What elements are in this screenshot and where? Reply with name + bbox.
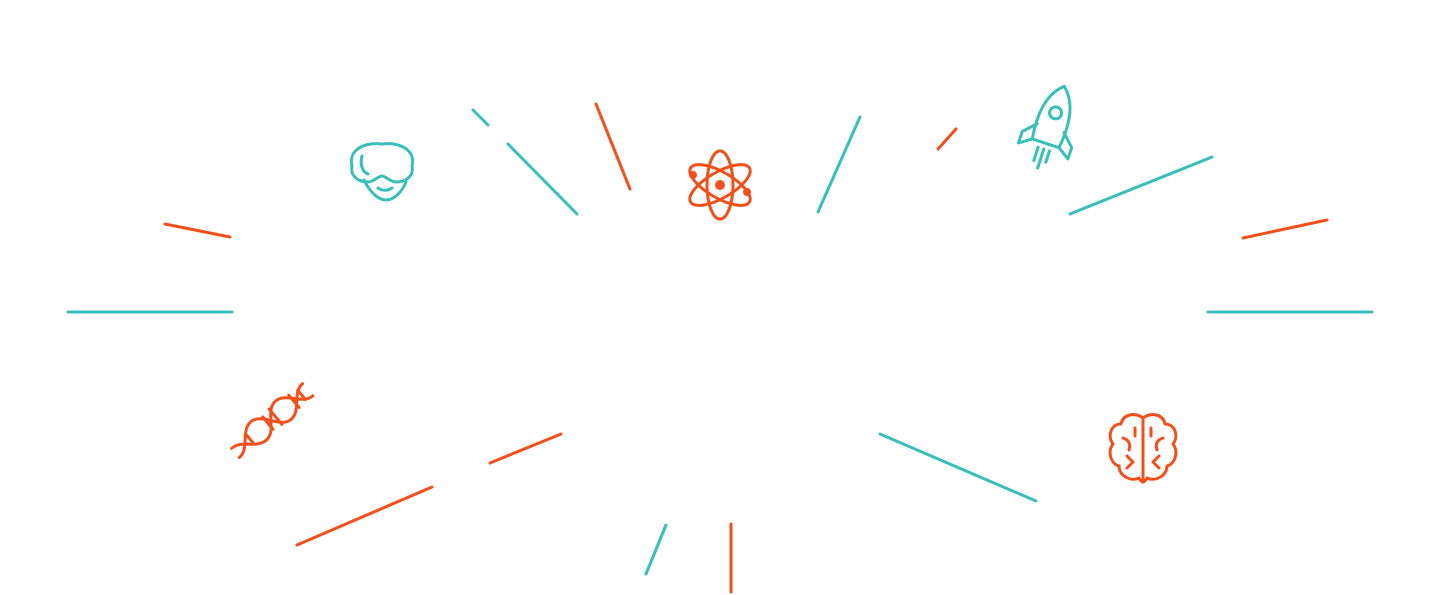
atom-icon (688, 149, 752, 221)
ray-line (163, 222, 232, 239)
ray-line (1241, 218, 1329, 240)
burst-rays (66, 102, 1374, 594)
ray-line (1068, 155, 1214, 216)
vr-headset-icon (349, 142, 415, 202)
ray-line (878, 432, 1038, 503)
ray-line (506, 142, 579, 216)
ray-line (594, 102, 632, 191)
ray-line (295, 485, 434, 547)
dna-icon (230, 382, 315, 460)
ray-line (816, 115, 862, 214)
ray-line (644, 523, 668, 576)
ray-line (471, 108, 490, 127)
ray-line (936, 127, 958, 151)
brain-icon (1108, 413, 1178, 484)
rocket-icon (1016, 84, 1074, 170)
ray-line (488, 432, 563, 465)
